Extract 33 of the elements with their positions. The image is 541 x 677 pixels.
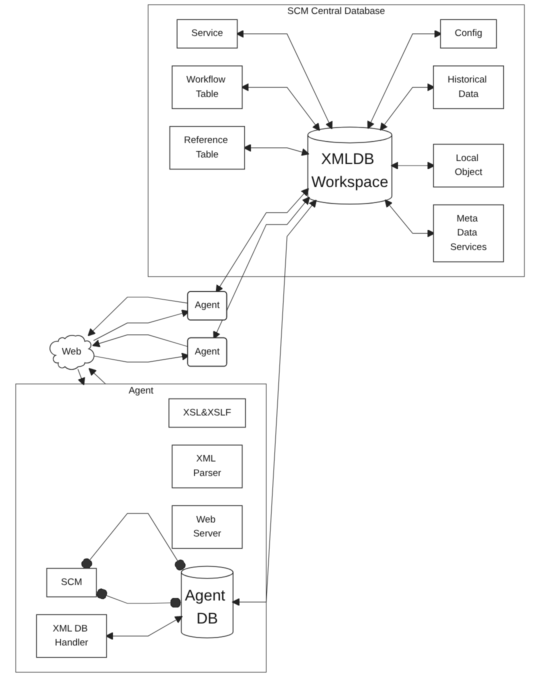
node-text: XMLDB Workspace (312, 150, 389, 191)
node-box: Local Object (434, 144, 504, 188)
arrow (78, 368, 86, 386)
node-box: XML DB Handler (36, 614, 108, 658)
node-box: Service (177, 19, 238, 48)
arrow (236, 30, 333, 130)
node-box: Web Server (172, 505, 244, 549)
node-box: Reference Table (170, 126, 246, 170)
node-box: XML Parser (172, 444, 244, 488)
arrow (385, 199, 436, 238)
arrow (214, 196, 310, 340)
arrow (94, 310, 190, 341)
arrow (380, 83, 436, 131)
arrow (244, 144, 310, 156)
connector (96, 588, 182, 608)
arrow (88, 368, 106, 384)
arrow (232, 200, 318, 606)
node-text: Agent DB (185, 586, 226, 627)
node-box: Historical Data (433, 66, 504, 110)
arrow (94, 352, 190, 362)
connector (82, 513, 186, 570)
arrow (216, 188, 310, 293)
node-box: Meta Data Services (434, 204, 504, 262)
arrow (88, 296, 189, 336)
arrow (391, 162, 436, 170)
node-box: Config (440, 19, 498, 48)
arrow (92, 334, 189, 348)
arrow (106, 616, 184, 640)
arrow (368, 30, 442, 129)
node-box: XSL&XSLF (168, 398, 246, 428)
node-box: Workflow Table (172, 66, 244, 110)
arrow (241, 83, 320, 131)
node-box: SCM (46, 568, 98, 598)
